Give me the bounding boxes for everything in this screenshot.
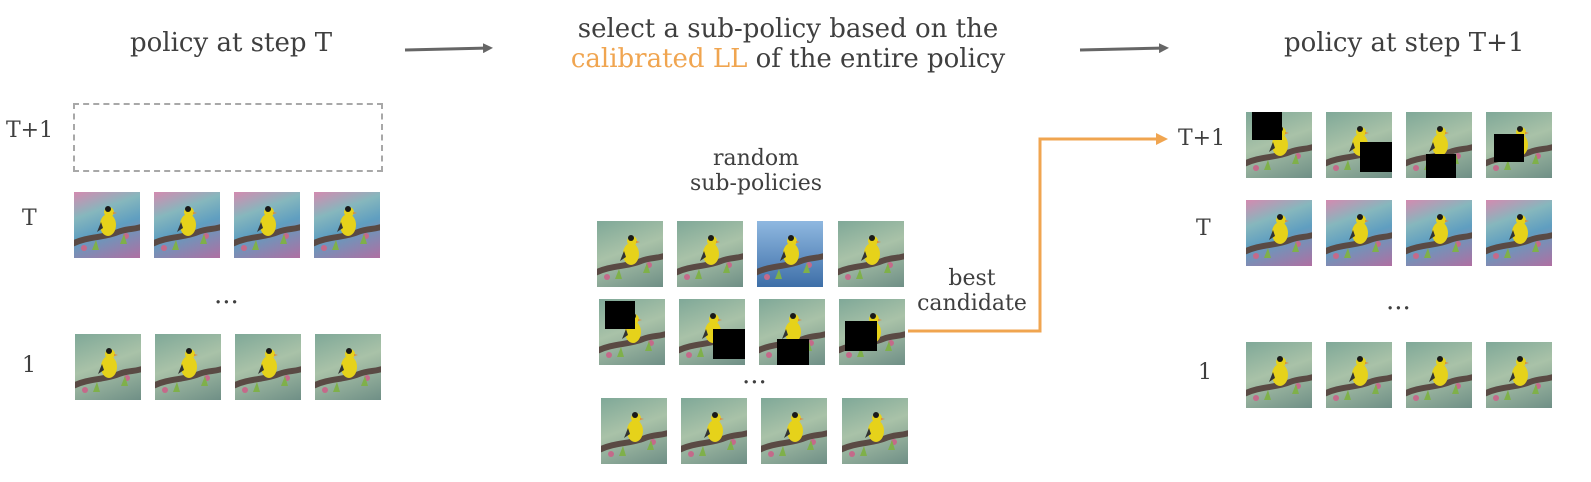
bird-image-tile [842,398,908,464]
bird-icon [1246,214,1312,259]
arrow-best-candidate [908,133,1168,333]
bird-image-tile [1486,200,1552,266]
bird-icon [1406,356,1472,401]
bird-icon [1326,214,1392,259]
arrow-middle-to-right [1079,43,1169,54]
bird-image-tile [679,299,745,365]
bird-image-tile [1326,200,1392,266]
arrow-left-to-middle [404,43,493,54]
empty-policy-slot [73,103,383,172]
bird-image-tile [599,299,665,365]
bird-icon [1406,126,1472,171]
left-title: policy at step T [130,28,333,58]
bird-icon [74,206,140,251]
bird-icon [1246,356,1312,401]
bird-icon [234,206,300,251]
bird-image-tile [839,299,905,365]
bird-icon [155,348,221,393]
left-row-label-1: 1 [22,353,36,378]
bird-image-tile [1406,200,1472,266]
bird-icon [761,412,827,457]
bird-image-tile [1246,112,1312,178]
bird-icon [154,206,220,251]
bird-image-tile [597,221,663,287]
middle-title: select a sub-policy based on the calibra… [530,14,1046,74]
right-row-label-t-plus-1: T+1 [1178,126,1226,151]
bird-image-tile [1246,342,1312,408]
bird-icon [677,235,743,280]
bird-image-tile [234,192,300,258]
occlusion-square [605,301,635,329]
caption-line1: random [713,146,799,171]
middle-title-rest: of the entire policy [747,44,1006,74]
bird-image-tile [155,334,221,400]
occlusion-square [1494,134,1524,162]
left-row-label-t-plus-1: T+1 [6,118,54,143]
bird-image-tile [761,398,827,464]
bird-icon [1406,214,1472,259]
occlusion-square [1360,142,1392,172]
bird-icon [75,348,141,393]
right-row-label-t: T [1196,216,1211,241]
bird-image-tile [1326,112,1392,178]
occlusion-square [713,329,745,359]
left-row-label-t: T [22,206,37,231]
middle-title-line2: calibrated LL of the entire policy [530,44,1046,74]
bird-icon [1486,356,1552,401]
right-row-label-1: 1 [1198,360,1212,385]
bird-icon [1486,214,1552,259]
bird-image-tile [677,221,743,287]
best-label-line1: best [948,266,996,291]
bird-icon [1326,356,1392,401]
bird-image-tile [757,221,823,287]
bird-image-tile [759,299,825,365]
occlusion-square [1426,154,1456,178]
best-candidate-label: best candidate [912,266,1032,316]
bird-icon [235,348,301,393]
occlusion-square [845,321,877,351]
bird-image-tile [601,398,667,464]
bird-icon [757,235,823,280]
bird-image-tile [1246,200,1312,266]
bird-image-tile [315,334,381,400]
bird-image-tile [314,192,380,258]
bird-image-tile [1326,342,1392,408]
bird-icon [838,235,904,280]
bird-icon [681,412,747,457]
bird-icon [597,235,663,280]
occlusion-square [777,339,809,365]
best-label-line2: candidate [917,291,1027,316]
bird-icon [601,412,667,457]
bird-image-tile [1406,112,1472,178]
bird-image-tile [1406,342,1472,408]
bird-image-tile [1486,342,1552,408]
bird-image-tile [838,221,904,287]
middle-ellipsis: ... [742,360,767,390]
occlusion-square [1252,112,1282,140]
caption-line2: sub-policies [689,171,823,196]
left-ellipsis: ... [214,280,239,310]
random-subpolicies-caption: random sub-policies [660,146,852,196]
bird-icon [315,348,381,393]
bird-image-tile [1486,112,1552,178]
calibrated-ll-highlight: calibrated LL [570,44,748,74]
bird-image-tile [681,398,747,464]
right-title: policy at step T+1 [1284,28,1525,58]
bird-image-tile [235,334,301,400]
bird-image-tile [154,192,220,258]
right-ellipsis: ... [1386,286,1411,316]
bird-image-tile [74,192,140,258]
bird-icon [842,412,908,457]
bird-image-tile [75,334,141,400]
bird-icon [314,206,380,251]
middle-title-line1: select a sub-policy based on the [577,14,999,44]
